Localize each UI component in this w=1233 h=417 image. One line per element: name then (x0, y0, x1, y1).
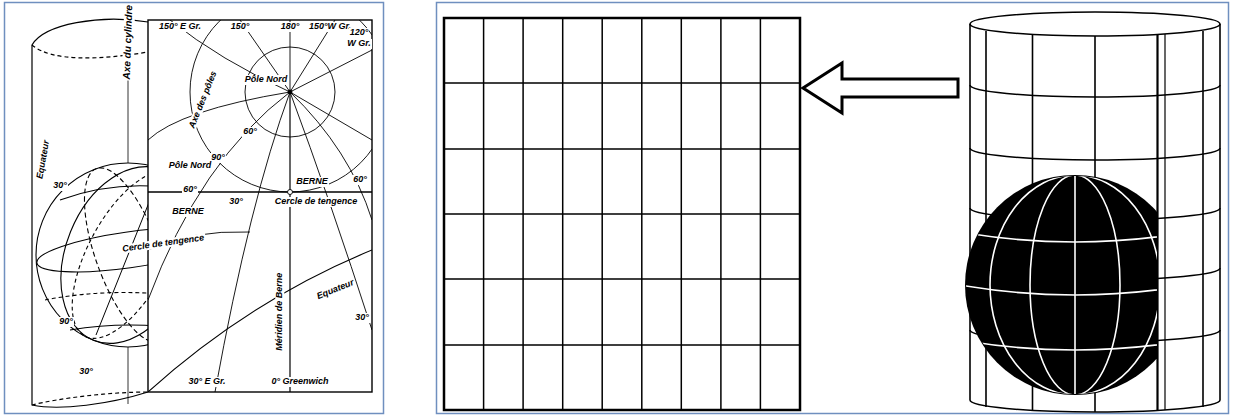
map-label: BERNE (295, 177, 329, 186)
drawing-path (960, 232, 1157, 242)
drawing-path (1164, 34, 1165, 410)
map-label: 0° Greenwich (270, 377, 329, 386)
unroll-arrow (803, 63, 958, 113)
drawing-circle (288, 90, 292, 94)
map-label: Equateur (315, 278, 357, 302)
map-sheet (148, 20, 372, 392)
map-label: W Gr. (346, 39, 372, 48)
drawing-ellipse (1030, 175, 1120, 395)
drawing-circle (965, 175, 1157, 395)
panel-frame (437, 3, 1229, 414)
drawing-circle (245, 47, 335, 137)
drawing-path (290, 92, 372, 330)
map-label: 60° (182, 185, 198, 194)
drawing-line (290, 50, 372, 92)
map-label: 30° (78, 367, 94, 376)
map-label: 180° (280, 22, 301, 31)
map-label: 90° (210, 153, 226, 162)
drawing-line (1219, 24, 1221, 400)
map-label: Cercle de tengence (274, 197, 359, 206)
drawing-path (148, 250, 372, 392)
map-label: 150° E Gr. (158, 22, 202, 31)
drawing-path (960, 340, 1157, 350)
drawing-circle (288, 190, 293, 195)
drawing-line (969, 24, 971, 400)
flat-grid (444, 18, 800, 410)
drawing-path (215, 92, 290, 392)
drawing-path (148, 92, 290, 300)
map-label: Cercle de tengence (120, 233, 205, 254)
drawing-path (444, 18, 800, 410)
map-label: Equateur (36, 139, 52, 181)
map-label: 150° (230, 22, 251, 31)
map-label: Méridien de Berne (275, 272, 284, 352)
map-label: 60° (352, 175, 368, 184)
map-label: 150°W Gr. (308, 22, 352, 31)
drawing-ellipse (970, 12, 1220, 36)
map-label: 90° (58, 317, 74, 326)
drawing-rect (444, 18, 800, 410)
map-label: 120° (349, 28, 370, 37)
map-label: Axe des pôles (187, 69, 219, 131)
map-label: Pôle Nord (244, 75, 289, 84)
map-label: Pôle Nord (168, 161, 213, 170)
drawing-path (32, 392, 148, 405)
globe (960, 175, 1157, 395)
map-label: 30° (354, 313, 370, 322)
drawing-line (290, 92, 372, 140)
map-label: 30° E Gr. (187, 377, 226, 386)
drawing-circle (190, 20, 372, 192)
drawing-ellipse (990, 175, 1157, 395)
drawing-line (1074, 175, 1076, 395)
map-label: Axe du cylindre (121, 4, 134, 81)
drawing-g (960, 175, 1157, 395)
map-label: 60° (242, 127, 258, 136)
map-label: 30° (52, 181, 68, 190)
drawing-path (148, 92, 290, 140)
map-label: 30° (228, 197, 244, 206)
map-label: BERNE (171, 207, 205, 216)
map-graticule (148, 20, 372, 392)
drawing-path (960, 285, 1157, 295)
